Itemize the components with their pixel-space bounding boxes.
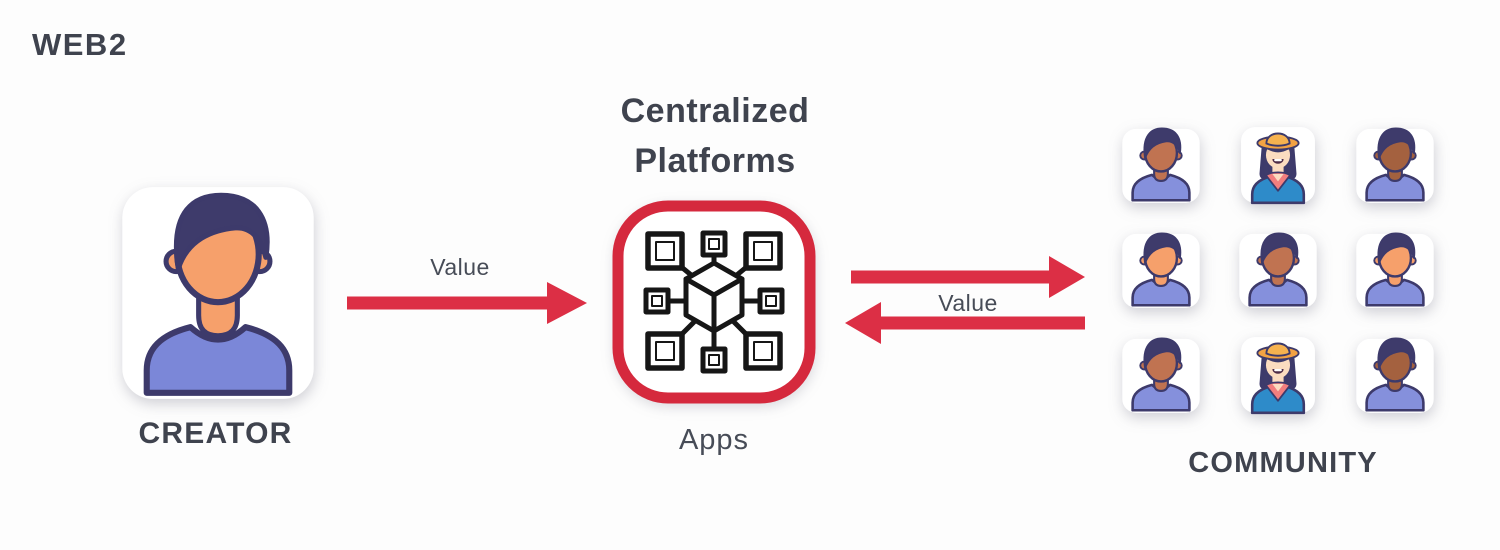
community-member-woman-icon bbox=[1235, 332, 1321, 418]
value-label-creator-to-platform: Value bbox=[430, 254, 490, 280]
network-cube-icon bbox=[612, 200, 816, 404]
community-member-man-icon bbox=[1118, 122, 1204, 208]
value-label-platform-community: Value bbox=[938, 290, 998, 316]
platform-title-line1: Centralized bbox=[620, 92, 810, 130]
arrow-left-shaft bbox=[879, 316, 1085, 330]
era-label: WEB2 bbox=[32, 27, 128, 62]
community-member-man-icon bbox=[1235, 227, 1321, 313]
platform-title-line2: Platforms bbox=[634, 142, 796, 180]
arrow-left-head bbox=[845, 302, 881, 344]
community-member-man-icon bbox=[1352, 332, 1438, 418]
community-label: COMMUNITY bbox=[1188, 447, 1378, 479]
community-avatar-grid bbox=[1118, 122, 1438, 418]
platform-caption: Apps bbox=[678, 424, 750, 456]
arrow-right-shaft bbox=[851, 270, 1051, 284]
community-member-woman-icon bbox=[1235, 122, 1321, 208]
arrow-right-creator-to-platform-icon bbox=[347, 282, 587, 324]
platform-title: Centralized Platforms bbox=[540, 86, 890, 186]
creator-label: CREATOR bbox=[138, 417, 293, 450]
arrow-right-head bbox=[1049, 256, 1085, 298]
community-member-man-icon bbox=[1352, 122, 1438, 208]
arrows-platform-community-icon bbox=[845, 256, 1085, 344]
creator-avatar-icon bbox=[122, 187, 314, 399]
community-member-man-icon bbox=[1118, 227, 1204, 313]
community-member-man-icon bbox=[1118, 332, 1204, 418]
community-member-man-icon bbox=[1352, 227, 1438, 313]
